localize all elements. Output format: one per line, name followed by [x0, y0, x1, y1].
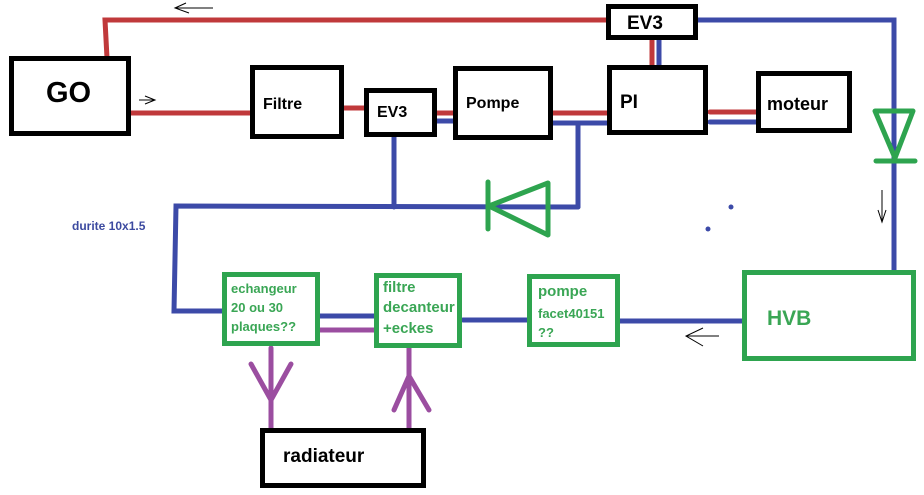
pompe-label: Pompe [466, 95, 520, 112]
diode-horizontal-icon [485, 179, 551, 238]
ev3-inline-label: EV3 [377, 104, 408, 121]
echangeur-line-1: echangeur [231, 281, 297, 296]
filtre-label: Filtre [263, 96, 303, 113]
echangeur-box[interactable]: echangeur 20 ou 30 plaques?? [222, 272, 320, 346]
pompe-facet-box[interactable]: pompe facet40151 ?? [527, 274, 620, 347]
moteur-label: moteur [767, 94, 829, 114]
filtre-decanteur-line-3: +eckes [383, 320, 434, 337]
ev3-inline-box[interactable]: EV3 [364, 88, 437, 137]
filtre-box[interactable]: Filtre [250, 65, 344, 139]
return-line-loop [171, 203, 581, 314]
pi-box[interactable]: PI [607, 65, 708, 135]
pompe-facet-line-3: ?? [538, 325, 554, 340]
return-line-ev3-hvb [694, 17, 897, 274]
dot [728, 204, 734, 210]
pi-label: PI [620, 92, 638, 113]
pompe-facet-line-1: pompe [538, 283, 588, 300]
radiateur-box[interactable]: radiateur [260, 428, 426, 488]
hvb-label: HVB [767, 307, 812, 330]
pompe-box[interactable]: Pompe [453, 66, 553, 140]
radiateur-label: radiateur [283, 446, 365, 467]
pompe-facet-line-2: facet40151 [538, 306, 605, 321]
echangeur-line-2: 20 ou 30 [231, 300, 284, 315]
filtre-decanteur-line-2: decanteur [383, 299, 455, 316]
moteur-box[interactable]: moteur [756, 71, 852, 133]
echangeur-line-3: plaques?? [231, 319, 297, 334]
coolant-arrow-down-head [248, 361, 294, 406]
ev3-top-box[interactable]: EV3 [606, 4, 698, 40]
diode-vertical-icon [872, 108, 918, 164]
filtre-decanteur-box[interactable]: filtre decanteur +eckes [374, 273, 462, 348]
go-box[interactable]: GO [9, 56, 131, 136]
arrow-left-icon [684, 327, 719, 347]
arrow-down-icon [877, 190, 887, 224]
ev3-top-label: EV3 [627, 13, 663, 34]
fuel-return-line [102, 17, 613, 61]
durite-annotation: durite 10x1.5 [72, 219, 146, 233]
arrow-right-icon [139, 95, 157, 105]
arrow-left-icon [173, 2, 213, 14]
dot [705, 226, 711, 232]
coolant-arrow-up-head [391, 370, 432, 413]
filtre-decanteur-line-1: filtre [383, 279, 416, 296]
go-label: GO [46, 77, 92, 109]
hvb-box[interactable]: HVB [742, 270, 916, 361]
